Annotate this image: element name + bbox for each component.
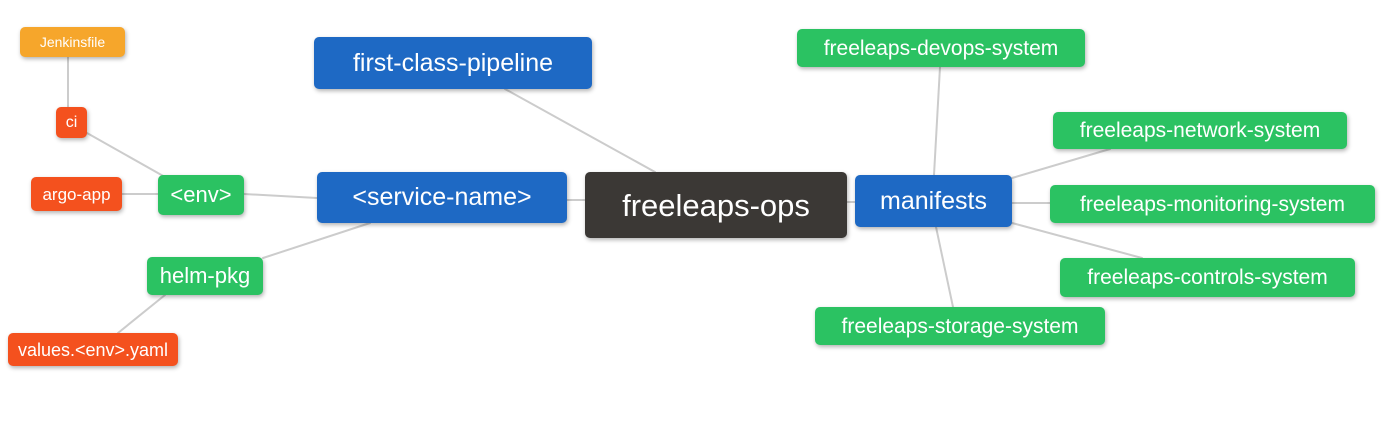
node-values-env-yaml[interactable]: values.<env>.yaml bbox=[8, 333, 178, 366]
edge-manifests--freeleaps-storage-system bbox=[935, 226, 954, 308]
edge-ci--env bbox=[86, 132, 166, 178]
node-argo-app[interactable]: argo-app bbox=[31, 177, 122, 211]
node-freeleaps-network-system[interactable]: freeleaps-network-system bbox=[1053, 112, 1347, 149]
node-jenkinsfile[interactable]: Jenkinsfile bbox=[20, 27, 125, 57]
node-freeleaps-ops-root[interactable]: freeleaps-ops bbox=[585, 172, 847, 238]
edge-manifests--freeleaps-network-system bbox=[1011, 148, 1111, 179]
edge-values-env-yaml--helm-pkg bbox=[117, 294, 166, 334]
node-first-class-pipeline[interactable]: first-class-pipeline bbox=[314, 37, 592, 89]
edge-helm-pkg--service-name bbox=[262, 222, 371, 259]
node-freeleaps-storage-system[interactable]: freeleaps-storage-system bbox=[815, 307, 1105, 345]
node-freeleaps-monitoring-system[interactable]: freeleaps-monitoring-system bbox=[1050, 185, 1375, 223]
node-freeleaps-controls-system[interactable]: freeleaps-controls-system bbox=[1060, 258, 1355, 297]
edge-manifests--freeleaps-devops-system bbox=[933, 66, 941, 176]
node-helm-pkg[interactable]: helm-pkg bbox=[147, 257, 263, 295]
edge-first-class-pipeline--freeleaps-ops bbox=[504, 88, 656, 173]
node-ci[interactable]: ci bbox=[56, 107, 87, 138]
edge-manifests--freeleaps-controls-system bbox=[1011, 222, 1143, 259]
node-freeleaps-devops-system[interactable]: freeleaps-devops-system bbox=[797, 29, 1085, 67]
edge-env--service-name bbox=[243, 193, 318, 199]
node-manifests[interactable]: manifests bbox=[855, 175, 1012, 227]
node-service-name[interactable]: <service-name> bbox=[317, 172, 567, 223]
node-env[interactable]: <env> bbox=[158, 175, 244, 215]
